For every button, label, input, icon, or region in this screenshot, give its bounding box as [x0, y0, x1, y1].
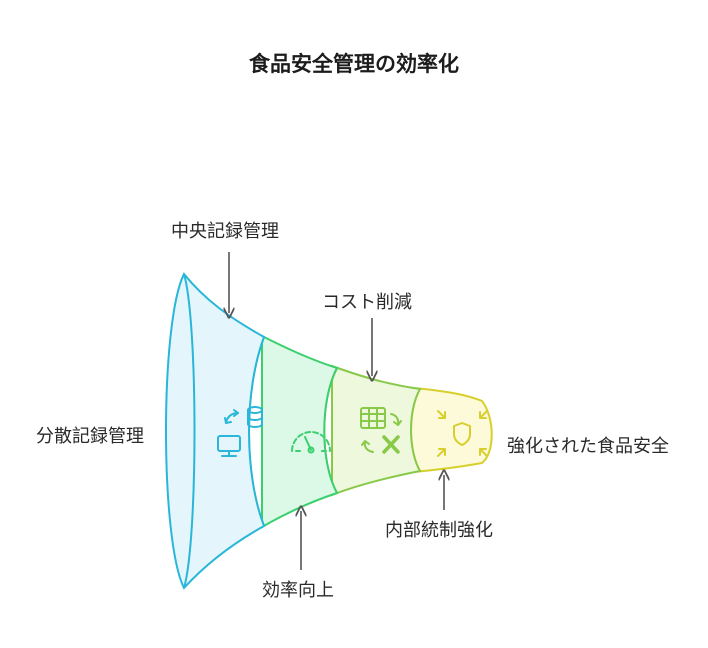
- stage-label-central-records: 中央記録管理: [171, 221, 279, 242]
- stage-label-cost-reduction: コスト削減: [322, 292, 412, 313]
- sync-database-monitor-icon: [217, 406, 263, 457]
- input-label: 分散記録管理: [36, 426, 144, 447]
- diagram-title: 食品安全管理の効率化: [249, 52, 459, 76]
- funnel-stage-efficiency: [248, 334, 339, 529]
- stage-label-efficiency: 効率向上: [262, 580, 334, 601]
- shield-arrows-icon: [437, 410, 488, 457]
- funnel-stage-cost-reduction: [323, 364, 422, 497]
- stage-label-internal-control: 内部統制強化: [385, 520, 493, 541]
- gauge-icon: [291, 431, 331, 454]
- spreadsheet-excel-icon: [360, 407, 402, 454]
- funnel-stage-central-records: [165, 272, 266, 590]
- output-label: 強化された食品安全: [507, 436, 669, 457]
